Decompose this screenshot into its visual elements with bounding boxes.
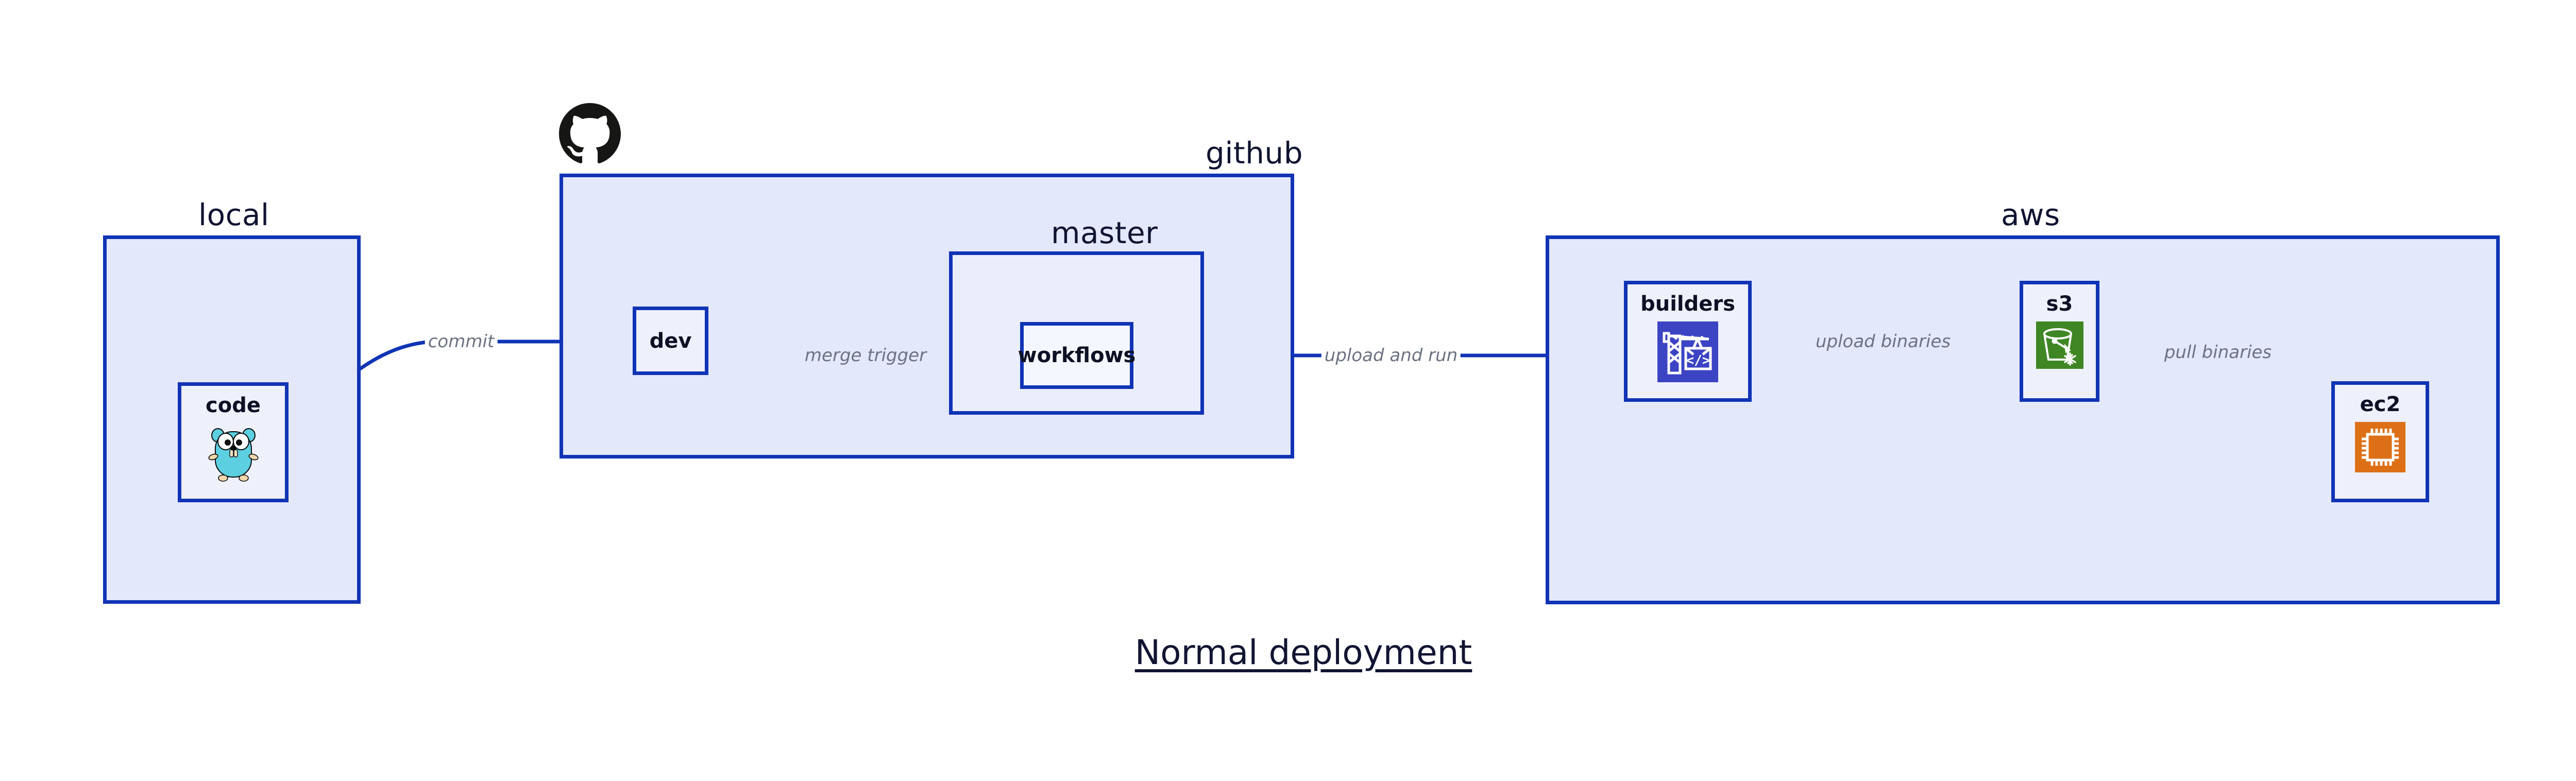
aws-builder-crane-icon: </> bbox=[1657, 321, 1718, 385]
svg-text:</>: </> bbox=[1686, 353, 1710, 368]
group-label-master: master bbox=[1051, 215, 1158, 250]
edge-label-commit: commit bbox=[425, 331, 498, 352]
edge-label-upload-binaries: upload binaries bbox=[1812, 331, 1954, 352]
node-builders[interactable]: builders bbox=[1624, 281, 1752, 402]
group-label-aws: aws bbox=[2001, 197, 2060, 232]
aws-s3-bucket-icon bbox=[2036, 321, 2083, 371]
node-builders-label: builders bbox=[1640, 292, 1735, 316]
node-workflows-label: workflows bbox=[1018, 344, 1136, 367]
node-code[interactable]: code bbox=[178, 382, 289, 502]
aws-ec2-chip-icon bbox=[2355, 422, 2405, 475]
node-s3[interactable]: s3 bbox=[2020, 281, 2099, 402]
edge-label-pull-binaries: pull binaries bbox=[2161, 342, 2275, 363]
edge-label-merge-trigger: merge trigger bbox=[801, 345, 930, 366]
go-gopher-icon bbox=[206, 423, 261, 483]
node-s3-label: s3 bbox=[2046, 292, 2073, 316]
node-dev[interactable]: dev bbox=[633, 307, 708, 375]
edge-label-upload-and-run: upload and run bbox=[1321, 345, 1461, 366]
node-workflows[interactable]: workflows bbox=[1018, 322, 1136, 389]
node-code-label: code bbox=[206, 394, 261, 417]
node-ec2-label: ec2 bbox=[2360, 393, 2401, 416]
github-octocat-icon bbox=[559, 103, 621, 165]
node-ec2[interactable]: ec2 bbox=[2331, 381, 2429, 502]
node-dev-label: dev bbox=[649, 329, 692, 353]
group-label-github: github bbox=[1206, 135, 1303, 171]
group-label-local: local bbox=[198, 197, 269, 232]
diagram-title: Normal deployment bbox=[1134, 633, 1472, 672]
